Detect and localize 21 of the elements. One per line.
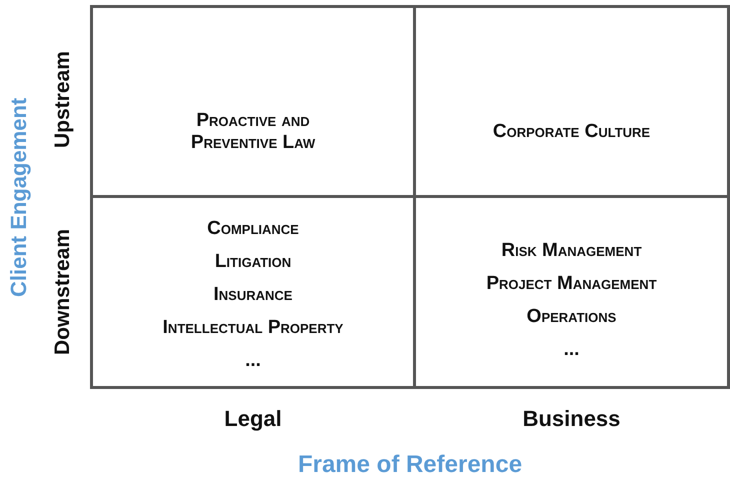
- column-label: Business: [522, 405, 622, 433]
- cell-text: Intellectual Property: [162, 317, 344, 339]
- axis-title: Frame of Reference: [296, 450, 524, 480]
- cell-text: ...: [564, 339, 580, 361]
- matrix-cell: [413, 195, 730, 389]
- matrix-cell: [413, 5, 730, 198]
- cell-text: Corporate Culture: [492, 121, 652, 143]
- row-label: Upstream: [50, 50, 75, 150]
- cell-text: Proactive and Preventive Law: [190, 110, 316, 154]
- matrix-cell: [90, 5, 416, 198]
- row-label: Downstream: [50, 228, 75, 358]
- column-label: Legal: [223, 405, 283, 433]
- cell-text: Risk Management: [501, 240, 642, 262]
- cell-text: Operations: [526, 306, 616, 328]
- axis-title: Client Engagement: [5, 96, 32, 299]
- cell-text: Project Management: [486, 273, 657, 295]
- matrix-cell: [90, 195, 416, 389]
- cell-text: Compliance: [207, 218, 299, 240]
- cell-text: Litigation: [214, 251, 292, 273]
- cell-text: ...: [245, 350, 261, 372]
- cell-text: Insurance: [214, 284, 292, 306]
